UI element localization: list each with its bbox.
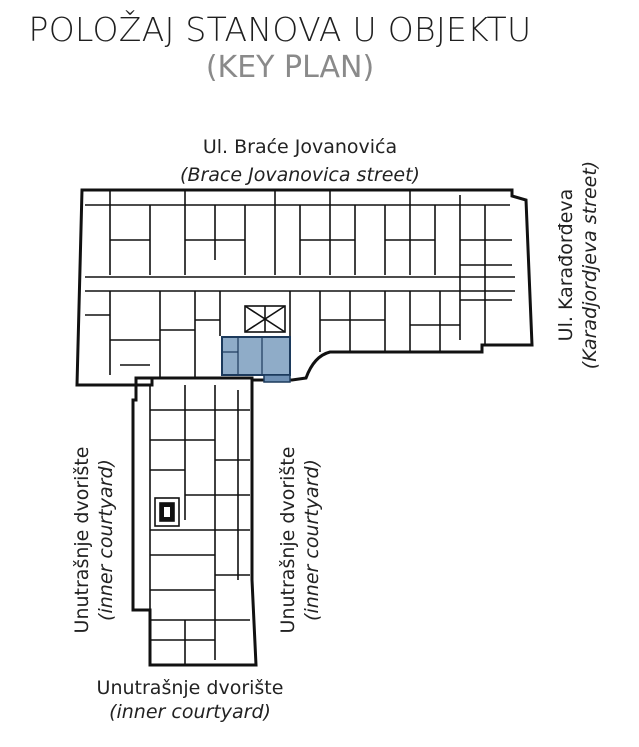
courtyard-label-bottom: Unutrašnje dvorište (inner courtyard) (60, 676, 320, 724)
street-name-english: (Brace Jovanovica street) (180, 164, 420, 186)
courtyard-name-local: Unutrašnje dvorište (96, 677, 284, 699)
page-subtitle: (KEY PLAN) (205, 50, 375, 85)
building-outline (75, 188, 534, 667)
courtyard-name-english: (inner courtyard) (109, 701, 271, 723)
highlighted-apartment[interactable] (221, 336, 291, 383)
street-label-top: Ul. Braće Jovanovića (Brace Jovanovica s… (150, 133, 450, 189)
interior-walls (85, 190, 515, 665)
street-name-local: Ul. Braće Jovanovića (202, 136, 398, 158)
page-title: POLOŽAJ STANOVA U OBJEKTU (28, 10, 532, 49)
